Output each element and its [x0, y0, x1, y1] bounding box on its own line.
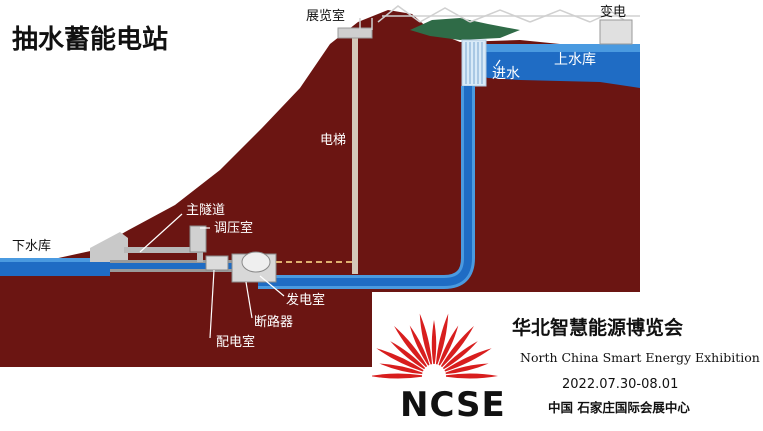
label-main-tunnel: 主隧道 — [186, 202, 225, 218]
logo-acronym: NCSE — [400, 385, 506, 425]
label-water-inlet: 进水 — [492, 66, 520, 82]
label-power-room: 发电室 — [286, 292, 325, 308]
label-circuit-breaker: 断路器 — [254, 314, 293, 330]
penstock-core — [258, 86, 472, 286]
mountain-body — [0, 10, 640, 367]
sunburst-ray — [394, 325, 428, 368]
label-elevator: 电梯 — [320, 133, 346, 148]
upper-reservoir-surface — [465, 44, 640, 52]
diagram-title: 抽水蓄能电站 — [12, 24, 168, 55]
label-distribution-room: 配电室 — [216, 334, 255, 350]
exhibition-venue: 中国 石家庄国际会展中心 — [548, 400, 690, 415]
sunburst-ray — [445, 363, 489, 375]
exhibition-logo-panel: NCSE 华北智慧能源博览会 North China Smart Energy … — [372, 292, 763, 431]
upper-hill — [410, 18, 520, 40]
sunburst-ray — [445, 373, 498, 379]
sunburst-ray — [435, 313, 449, 365]
leader-lines — [139, 59, 501, 339]
label-lower-reservoir: 下水库 — [12, 238, 51, 254]
label-exhibition-room: 展览室 — [306, 8, 345, 24]
exhibition-dates: 2022.07.30-08.01 — [562, 377, 678, 392]
lower-reservoir-water — [0, 258, 110, 276]
sunburst-ray — [419, 313, 433, 365]
sunburst-ray — [390, 341, 426, 370]
logo-chinese-name: 华北智慧能源博览会 — [512, 316, 683, 339]
lower-reservoir-surface — [0, 258, 110, 262]
turbine-dome — [241, 251, 271, 273]
surge-chamber — [189, 225, 207, 253]
sunburst-ray — [372, 373, 423, 379]
exhibition-room — [337, 27, 373, 39]
sunburst-ray — [442, 341, 478, 370]
upper-reservoir-water — [465, 44, 640, 88]
sunburst-ray — [440, 325, 474, 368]
label-substation: 变电 — [600, 4, 626, 20]
label-surge-chamber: 调压室 — [214, 220, 253, 236]
sunburst-ray — [409, 325, 430, 366]
elevator-shaft — [352, 34, 358, 274]
intake-grille — [465, 42, 483, 84]
sunburst-ray — [379, 363, 423, 375]
sunburst-ray — [431, 320, 437, 365]
sunburst-ray — [376, 348, 424, 372]
sunburst-ray — [438, 325, 459, 366]
substation-building — [599, 19, 633, 45]
logo-canvas: NCSE 华北智慧能源博览会 North China Smart Energy … — [372, 313, 760, 425]
label-upper-reservoir: 上水库 — [554, 52, 596, 68]
logo-english-name: North China Smart Energy Exhibition — [520, 350, 760, 365]
lower-outlet-dam — [90, 232, 128, 262]
distribution-room — [205, 255, 229, 271]
sunburst-ray — [444, 348, 492, 372]
sunburst-logo-icon — [372, 313, 498, 379]
